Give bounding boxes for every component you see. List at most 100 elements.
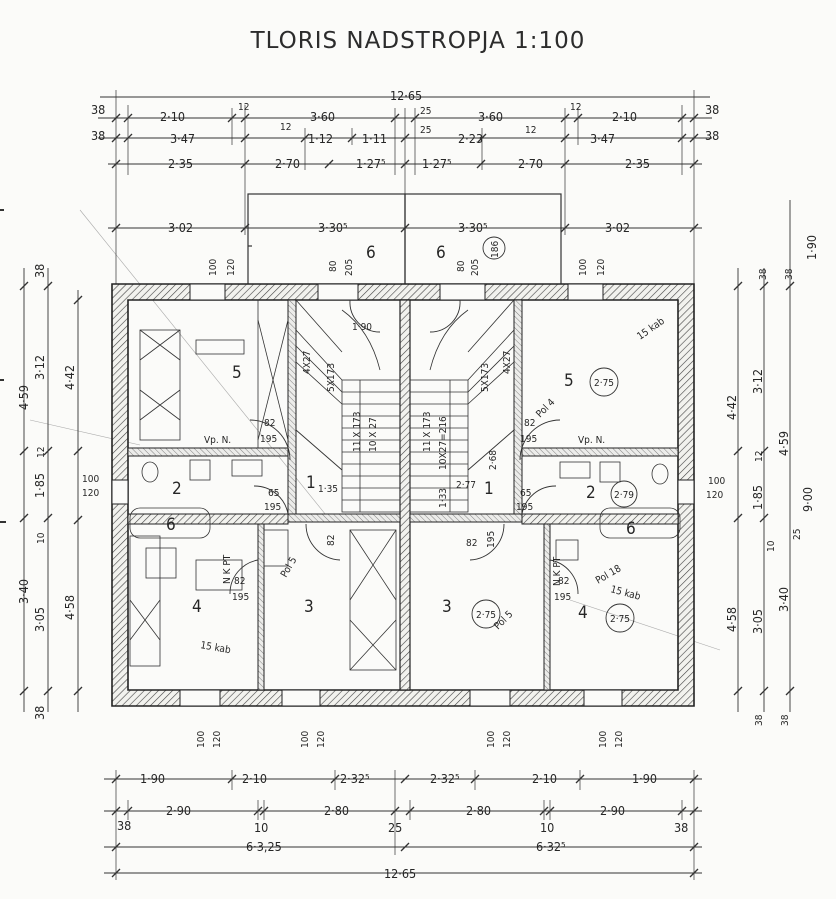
dim-left: 1·85 bbox=[32, 473, 47, 498]
dim-top-r2: 25 bbox=[420, 125, 431, 136]
note-label: Pol 5 bbox=[279, 555, 299, 579]
dim-right: 4·42 bbox=[724, 395, 739, 420]
dim-left: 4·59 bbox=[16, 385, 31, 410]
stair-spec: 11 X 173 bbox=[352, 412, 363, 453]
stair-spec: 4X27 bbox=[302, 351, 313, 374]
bottom-dimension-values: 1·90 2·10 2·32⁵ 2·32⁵ 2·10 1·90 38 2·90 … bbox=[117, 771, 688, 881]
room-number: 2 bbox=[172, 479, 182, 499]
dim-bottom-r2: 2·80 bbox=[324, 803, 349, 818]
dim-left: 12 bbox=[36, 447, 47, 458]
drawing-title: TLORIS NADSTROPJA 1:100 bbox=[250, 28, 586, 54]
dim-bottom-overall: 12·65 bbox=[384, 866, 416, 881]
dim-top-r1: 12 bbox=[238, 102, 249, 113]
dim-right: 12 bbox=[754, 451, 765, 462]
window-width: 100 bbox=[196, 731, 207, 748]
bottom-dimension-lines bbox=[104, 770, 702, 880]
dim-top-r2: 1·12 bbox=[308, 131, 333, 146]
dim-bottom-r1: 2·10 bbox=[242, 771, 267, 786]
dim-right: 38 bbox=[758, 268, 769, 280]
outlet-label: N K PT bbox=[222, 554, 233, 584]
vent-label: Vp. N. bbox=[578, 435, 605, 446]
door-height: 195 bbox=[232, 592, 249, 603]
dim-bottom-r1: 2·32⁵ bbox=[340, 771, 370, 786]
room-number: 4 bbox=[578, 603, 588, 623]
room-number: 3 bbox=[442, 597, 452, 617]
dim-top-r2: 2·23 bbox=[458, 131, 483, 146]
dim-top-r2: 12 bbox=[525, 125, 536, 136]
dim-top-r1: 12 bbox=[570, 102, 581, 113]
dim-left: 38 bbox=[32, 706, 47, 720]
building-walls bbox=[111, 283, 695, 707]
dim-top-r1: 3·60 bbox=[478, 109, 503, 124]
dim-top-overall: 12·65 bbox=[390, 88, 422, 103]
staircase-right bbox=[409, 299, 515, 513]
window-width: 100 bbox=[300, 731, 311, 748]
room-height: 2·75 bbox=[476, 610, 496, 621]
balconies bbox=[247, 193, 562, 287]
dim-right: 4·58 bbox=[724, 607, 739, 632]
dim-left: 4·58 bbox=[62, 595, 77, 620]
stair-spec: 4X27 bbox=[502, 351, 513, 374]
bath-label: 6 bbox=[166, 515, 176, 535]
door-width: 82 bbox=[326, 535, 337, 546]
windows bbox=[111, 283, 695, 707]
room-height-circle bbox=[605, 603, 635, 633]
dim-right: 3·12 bbox=[750, 369, 765, 394]
room-number: 1 bbox=[484, 479, 494, 499]
window-height: 120 bbox=[212, 731, 223, 748]
left-dimension-lines bbox=[19, 268, 83, 712]
dim-left: 4·42 bbox=[62, 365, 77, 390]
door-width: 82 bbox=[466, 538, 477, 549]
note-label: 15 kab bbox=[635, 316, 667, 343]
dim-bottom-r1: 2·10 bbox=[532, 771, 557, 786]
dim-top-r1: 38 bbox=[91, 102, 105, 117]
room-number: 2 bbox=[586, 483, 596, 503]
dim-top-r3: 2·70 bbox=[518, 156, 543, 171]
window-height: 120 bbox=[502, 731, 513, 748]
dim-top-r3: 2·35 bbox=[168, 156, 193, 171]
dim-top-r3: 2·35 bbox=[625, 156, 650, 171]
room-number: 3 bbox=[304, 597, 314, 617]
note-label: 15 kab bbox=[199, 640, 231, 656]
window-height: 120 bbox=[316, 731, 327, 748]
note-label: Pol 18 bbox=[594, 563, 623, 586]
dim-bottom-r2: 10 bbox=[540, 820, 554, 835]
door-width: 82 bbox=[234, 576, 245, 587]
left-dimension-values: 38 4·59 3·12 4·42 12 1·85 10 3·40 3·05 4… bbox=[16, 264, 77, 720]
floor-height: 2·68 bbox=[488, 450, 499, 470]
dim-bottom-r2: 2·80 bbox=[466, 803, 491, 818]
dim-bottom-r1: 1·90 bbox=[140, 771, 165, 786]
room-height: 2·79 bbox=[614, 490, 634, 501]
room-height-circle bbox=[471, 599, 501, 629]
stair-spec: 5X173 bbox=[480, 363, 491, 392]
dim-top-r2: 3·47 bbox=[590, 131, 615, 146]
room-height: 1·35 bbox=[318, 484, 338, 495]
head-height: 1·90 bbox=[352, 322, 372, 333]
dim-top-r2: 1·11 bbox=[362, 131, 387, 146]
dim-top-r2: 38 bbox=[91, 128, 105, 143]
floor-height: 1·33 bbox=[438, 488, 449, 508]
top-dimension-values: 12·65 38 2·10 12 3·60 25 3·60 12 2·10 38… bbox=[91, 88, 719, 235]
dim-top-r2: 38 bbox=[705, 128, 719, 143]
dim-right: 1·90 bbox=[804, 235, 819, 260]
window-height: 120 bbox=[82, 488, 99, 499]
door-height: 195 bbox=[264, 502, 281, 513]
room-number: 1 bbox=[306, 473, 316, 493]
dim-top-r4: 3·02 bbox=[168, 220, 193, 235]
dim-right: 10 bbox=[766, 540, 777, 552]
vent-label: Vp. N. bbox=[204, 435, 231, 446]
window-width: 100 bbox=[208, 259, 219, 276]
dim-right: 38 bbox=[780, 714, 791, 726]
room-height: 2·75 bbox=[594, 378, 614, 389]
dim-right: 38 bbox=[784, 268, 795, 280]
room-number: 4 bbox=[192, 597, 202, 617]
stair-spec: 10X27=216 bbox=[438, 416, 449, 470]
dim-bottom-r3: 6·32⁵ bbox=[536, 839, 566, 854]
note-label: 15 kab bbox=[609, 584, 642, 603]
door-width: 82 bbox=[524, 418, 535, 429]
dim-top-r4: 3·30⁵ bbox=[458, 220, 488, 235]
dim-right: 9·00 bbox=[800, 487, 815, 512]
outlet-label: N K PT bbox=[552, 556, 563, 586]
dim-top-r3: 2·70 bbox=[275, 156, 300, 171]
